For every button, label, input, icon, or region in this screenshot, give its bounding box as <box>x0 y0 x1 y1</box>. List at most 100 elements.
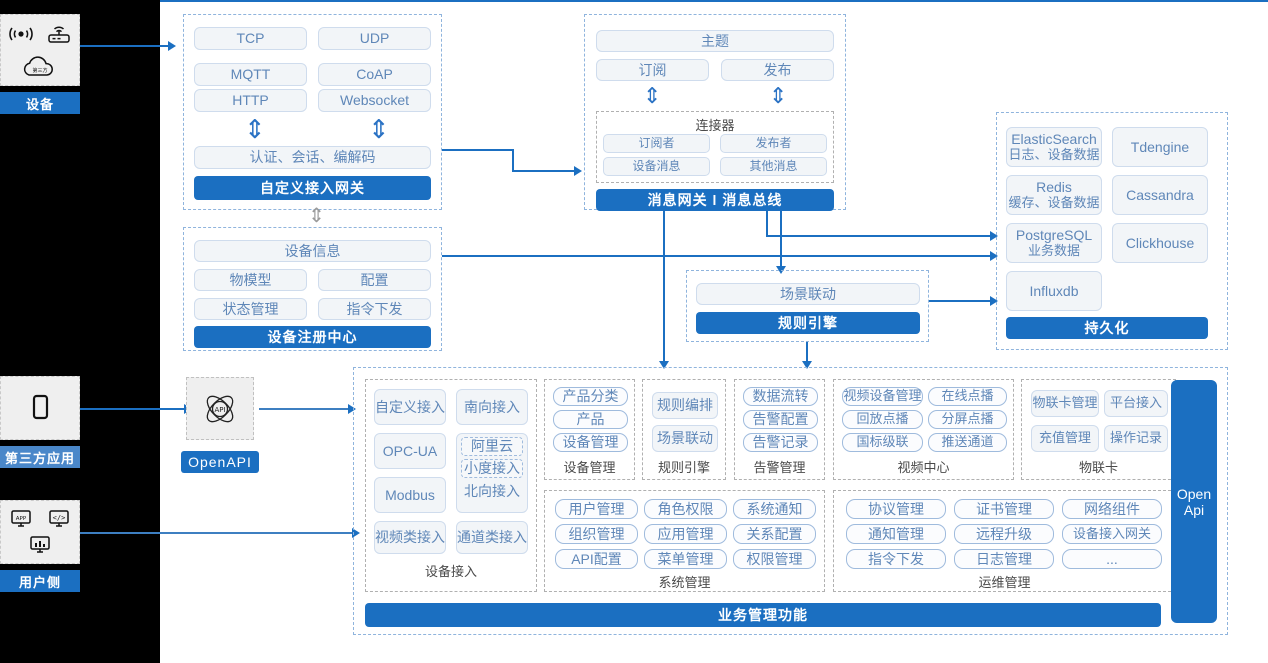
ops-log-management[interactable]: 日志管理 <box>954 549 1054 569</box>
access-video[interactable]: 视频类接入 <box>374 521 446 554</box>
vc-video-device-management[interactable]: 视频设备管理 <box>842 387 923 406</box>
access-southbound[interactable]: 南向接入 <box>456 389 528 425</box>
access-xiaodu[interactable]: 小度接入 <box>461 459 523 478</box>
sm-relation-config[interactable]: 关系配置 <box>733 524 816 544</box>
msg-updown-arrow-right: ⇕ <box>769 83 788 108</box>
rail-user-side-label: 用户侧 <box>0 570 80 592</box>
iot-operation-records[interactable]: 操作记录 <box>1104 425 1168 452</box>
group-rule-engine: 规则编排 场景联动 规则引擎 <box>642 379 726 480</box>
protocol-coap[interactable]: CoAP <box>318 63 431 86</box>
connector-other-message[interactable]: 其他消息 <box>720 157 827 176</box>
protocol-udp[interactable]: UDP <box>318 27 431 50</box>
dm-product[interactable]: 产品 <box>553 410 628 429</box>
openapi-side-bar[interactable]: Open Api <box>1171 380 1217 623</box>
user-side-icon-box: APP </> <box>0 500 80 564</box>
device-registry-title[interactable]: 设备注册中心 <box>194 326 431 348</box>
access-gateway-title[interactable]: 自定义接入网关 <box>194 176 431 200</box>
app-window-icon: APP <box>10 509 32 529</box>
sm-role-permission[interactable]: 角色权限 <box>644 499 727 519</box>
sm-user-management[interactable]: 用户管理 <box>555 499 638 519</box>
config-chip[interactable]: 配置 <box>318 269 431 291</box>
protocol-tcp[interactable]: TCP <box>194 27 307 50</box>
conn-device-to-gateway <box>80 45 168 47</box>
topic-chip[interactable]: 主题 <box>596 30 834 52</box>
ops-notification-management[interactable]: 通知管理 <box>846 524 946 544</box>
sm-permission-management[interactable]: 权限管理 <box>733 549 816 569</box>
conn-gw-msg-h2 <box>512 170 574 172</box>
ops-network-component[interactable]: 网络组件 <box>1062 499 1162 519</box>
iot-platform-access[interactable]: 平台接入 <box>1104 390 1168 417</box>
connector-device-message[interactable]: 设备消息 <box>603 157 710 176</box>
vc-playback[interactable]: 回放点播 <box>842 410 923 429</box>
sm-menu-management[interactable]: 菜单管理 <box>644 549 727 569</box>
connector-subscriber[interactable]: 订阅者 <box>603 134 710 153</box>
conn-rule-to-persistence <box>929 300 990 302</box>
message-gateway-title[interactable]: 消息网关 l 消息总线 <box>596 189 834 211</box>
am-alarm-config[interactable]: 告警配置 <box>743 410 818 429</box>
access-custom[interactable]: 自定义接入 <box>374 389 446 425</box>
iot-recharge-management[interactable]: 充值管理 <box>1031 425 1099 452</box>
store-postgresql[interactable]: PostgreSQL 业务数据 <box>1006 223 1102 263</box>
vc-push-channel[interactable]: 推送通道 <box>928 433 1007 452</box>
ops-command-dispatch[interactable]: 指令下发 <box>846 549 946 569</box>
thing-model-chip[interactable]: 物模型 <box>194 269 307 291</box>
state-management-chip[interactable]: 状态管理 <box>194 298 307 320</box>
conn-rule-to-business-arrow <box>802 361 812 369</box>
re-scene-linkage[interactable]: 场景联动 <box>652 425 718 452</box>
publish-chip[interactable]: 发布 <box>721 59 834 81</box>
ops-protocol-management[interactable]: 协议管理 <box>846 499 946 519</box>
group-video-center: 视频设备管理 在线点播 回放点播 分屏点播 国标级联 推送通道 视频中心 <box>833 379 1014 480</box>
scene-linkage-chip[interactable]: 场景联动 <box>696 283 920 305</box>
vc-online-play[interactable]: 在线点播 <box>928 387 1007 406</box>
protocol-mqtt[interactable]: MQTT <box>194 63 307 86</box>
sm-org-management[interactable]: 组织管理 <box>555 524 638 544</box>
protocol-http[interactable]: HTTP <box>194 89 307 112</box>
connector-publisher[interactable]: 发布者 <box>720 134 827 153</box>
ops-device-access-gateway[interactable]: 设备接入网关 <box>1062 524 1162 544</box>
ops-remote-upgrade[interactable]: 远程升级 <box>954 524 1054 544</box>
conn-thirdparty-to-openapi <box>80 408 184 410</box>
msg-updown-arrow-left: ⇕ <box>643 83 662 108</box>
store-influxdb[interactable]: Influxdb <box>1006 271 1102 311</box>
vc-split-screen-play[interactable]: 分屏点播 <box>928 410 1007 429</box>
ops-more[interactable]: ... <box>1062 549 1162 569</box>
iot-card-management[interactable]: 物联卡管理 <box>1031 390 1099 417</box>
vc-gb-cascade[interactable]: 国标级联 <box>842 433 923 452</box>
protocol-websocket[interactable]: Websocket <box>318 89 431 112</box>
store-cassandra[interactable]: Cassandra <box>1112 175 1208 215</box>
access-opcua[interactable]: OPC-UA <box>374 433 446 469</box>
gateway-auth-session-codec[interactable]: 认证、会话、编解码 <box>194 146 431 169</box>
dm-device-management[interactable]: 设备管理 <box>553 433 628 452</box>
access-modbus[interactable]: Modbus <box>374 477 446 513</box>
group-system-management-caption: 系统管理 <box>658 575 711 590</box>
business-title-bar[interactable]: 业务管理功能 <box>365 603 1161 627</box>
store-tdengine[interactable]: Tdengine <box>1112 127 1208 167</box>
store-clickhouse[interactable]: Clickhouse <box>1112 223 1208 263</box>
conn-userside-arrow <box>352 528 360 538</box>
access-channel[interactable]: 通道类接入 <box>456 521 528 554</box>
sm-system-notice[interactable]: 系统通知 <box>733 499 816 519</box>
store-elasticsearch[interactable]: ElasticSearch 日志、设备数据 <box>1006 127 1102 167</box>
sm-app-management[interactable]: 应用管理 <box>644 524 727 544</box>
group-system-management: 用户管理 角色权限 系统通知 组织管理 应用管理 关系配置 API配置 菜单管理… <box>544 490 825 592</box>
ops-cert-management[interactable]: 证书管理 <box>954 499 1054 519</box>
conn-msg-to-rule-v <box>780 210 782 268</box>
re-rule-orchestration[interactable]: 规则编排 <box>652 392 718 419</box>
store-redis[interactable]: Redis 缓存、设备数据 <box>1006 175 1102 215</box>
am-data-flow[interactable]: 数据流转 <box>743 387 818 406</box>
device-info-chip[interactable]: 设备信息 <box>194 240 431 262</box>
connector-title: 连接器 <box>695 118 735 133</box>
access-northbound-box[interactable]: 阿里云 小度接入 北向接入 <box>456 433 528 513</box>
persistence-title[interactable]: 持久化 <box>1006 317 1208 339</box>
subscribe-chip[interactable]: 订阅 <box>596 59 709 81</box>
am-alarm-records[interactable]: 告警记录 <box>743 433 818 452</box>
group-iot-card: 物联卡管理 平台接入 充值管理 操作记录 物联卡 <box>1021 379 1176 480</box>
conn-openapi-business-arrow <box>348 404 356 414</box>
openapi-label[interactable]: OpenAPI <box>181 451 259 473</box>
access-aliyun[interactable]: 阿里云 <box>461 437 523 456</box>
dm-product-category[interactable]: 产品分类 <box>553 387 628 406</box>
command-dispatch-chip[interactable]: 指令下发 <box>318 298 431 320</box>
sm-api-config[interactable]: API配置 <box>555 549 638 569</box>
rule-engine-title[interactable]: 规则引擎 <box>696 312 920 334</box>
device-access-caption: 设备接入 <box>424 564 477 579</box>
